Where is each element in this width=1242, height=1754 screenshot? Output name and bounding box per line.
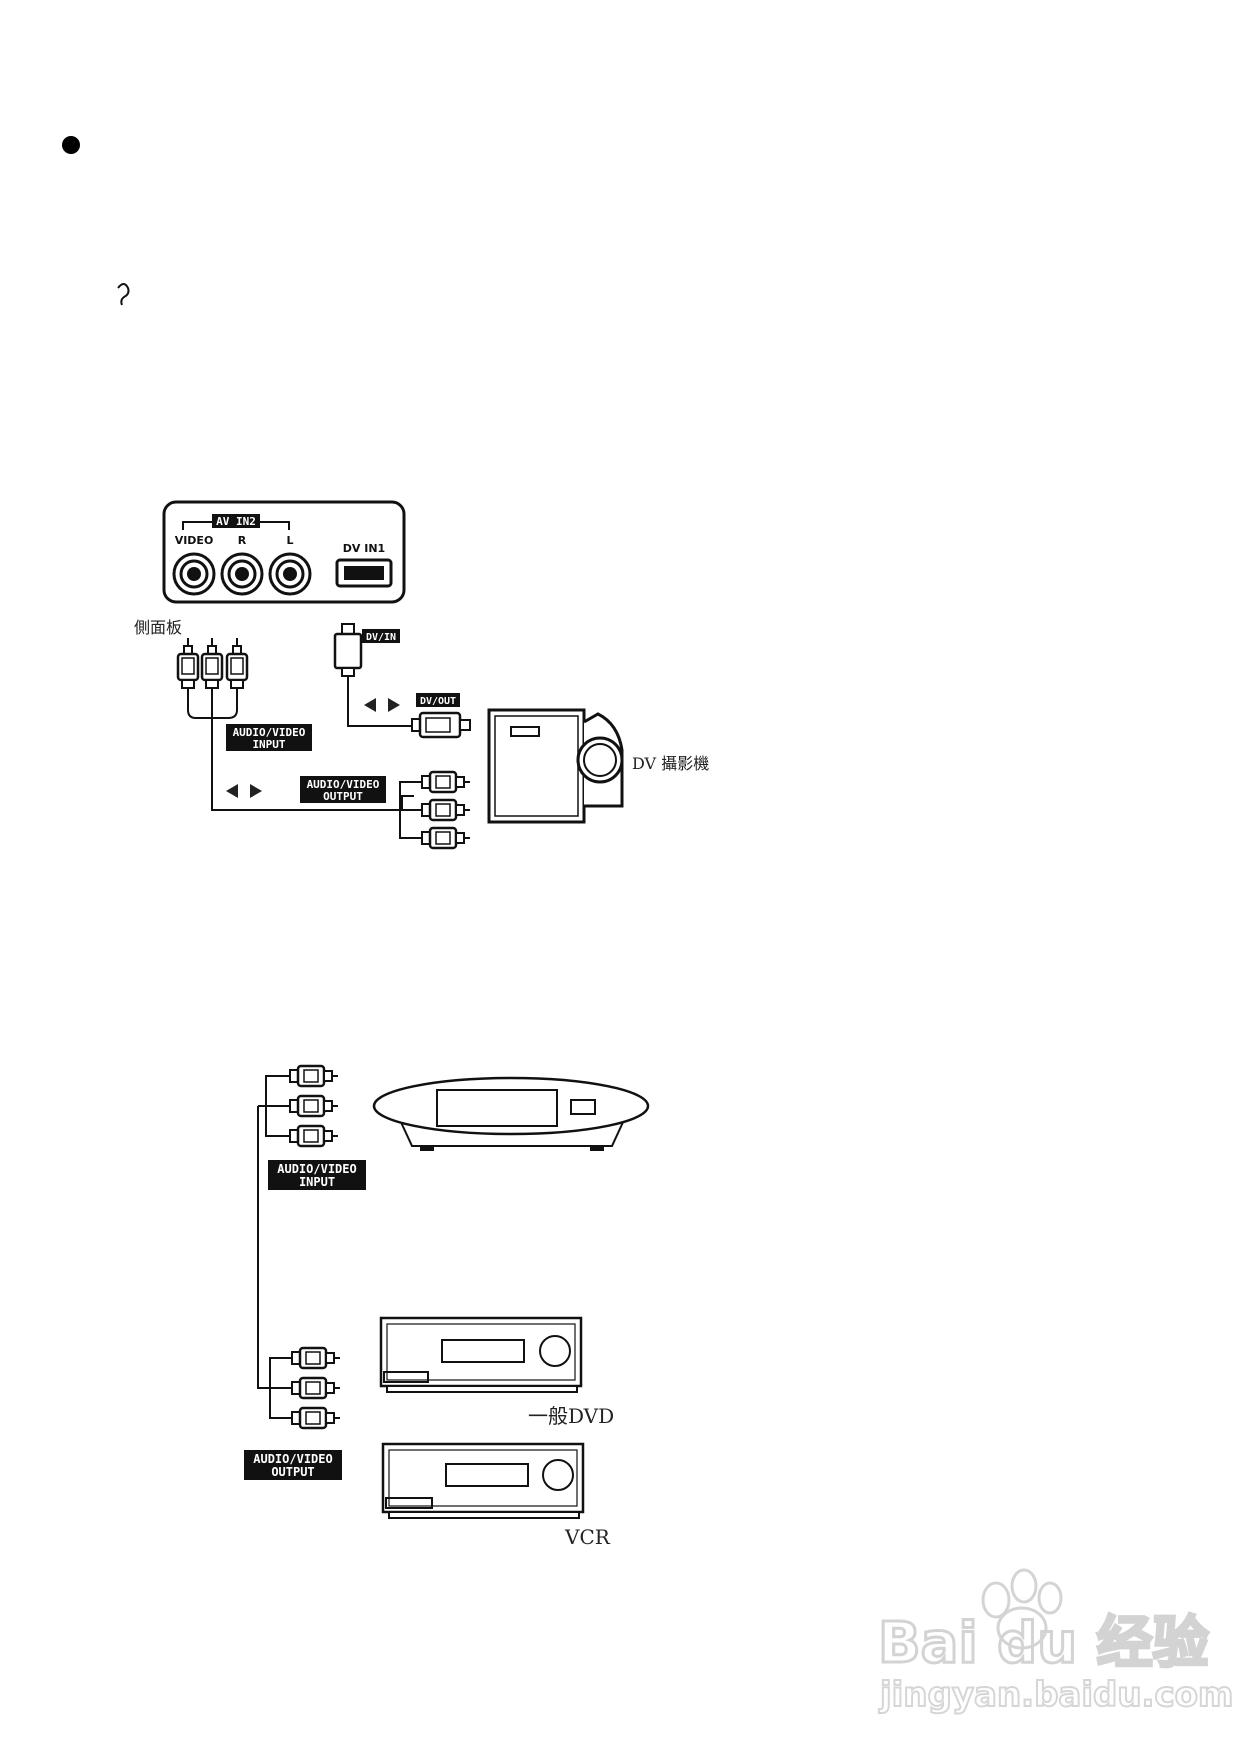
svg-text:OUTPUT: OUTPUT xyxy=(271,1465,314,1479)
svg-text:INPUT: INPUT xyxy=(299,1175,335,1189)
top-rca-plugs xyxy=(176,636,249,732)
bottom-input-rca-plugs xyxy=(265,1064,340,1148)
av-in2-label-box xyxy=(212,514,260,528)
watermark-brand: Bai du 经验 xyxy=(878,1611,1209,1676)
dv-out-plug xyxy=(411,711,471,739)
rca-plug-icon xyxy=(410,826,472,850)
camcorder-caption: DV 攝影機 xyxy=(632,754,709,773)
dvd-caption: 一般DVD xyxy=(528,1404,614,1428)
rca-plug-icon xyxy=(410,770,472,794)
baidu-watermark: Bai du 经验 jingyan.baidu.com xyxy=(877,1568,1234,1716)
svg-text:DV/OUT: DV/OUT xyxy=(420,696,456,707)
av-output-tag-top: AUDIO/VIDEO OUTPUT xyxy=(300,776,386,803)
svg-text:AUDIO/VIDEO: AUDIO/VIDEO xyxy=(307,778,380,791)
svg-text:OUTPUT: OUTPUT xyxy=(323,790,363,803)
bullet-icon xyxy=(62,136,80,154)
rca-plug-icon xyxy=(278,1064,340,1088)
dvd-player-icon xyxy=(379,1316,583,1393)
side-panel: AV IN2 VIDEO R L DV IN1 xyxy=(162,500,406,604)
vcr-caption: VCR xyxy=(564,1525,611,1549)
av-output-tag-bottom: AUDIO/VIDEO OUTPUT xyxy=(244,1450,342,1480)
top-output-rca-plugs xyxy=(399,770,472,850)
svg-text:AUDIO/VIDEO: AUDIO/VIDEO xyxy=(233,726,306,739)
dv-camcorder-icon xyxy=(487,708,624,824)
jack-label-l: L xyxy=(286,534,293,547)
vcr-icon xyxy=(381,1442,585,1519)
dv-out-tag: DV/OUT xyxy=(416,693,460,707)
rca-plug-icon xyxy=(176,636,200,702)
paw-icon xyxy=(981,1568,1063,1650)
watermark-url: jingyan.baidu.com xyxy=(878,1675,1233,1715)
rca-plug-icon xyxy=(280,1406,342,1430)
dv-in-plug xyxy=(333,623,412,727)
av-in2-label: AV IN2 xyxy=(216,515,256,528)
rca-plug-icon xyxy=(280,1376,342,1400)
tv-device-icon xyxy=(372,1076,650,1151)
av-input-tag-bottom: AUDIO/VIDEO INPUT xyxy=(268,1160,366,1190)
dv-in1-label: DV IN1 xyxy=(343,542,385,555)
jack-label-r: R xyxy=(238,534,247,547)
audio-r-jack xyxy=(220,552,264,596)
rca-plug-icon xyxy=(280,1346,342,1370)
rca-plug-icon xyxy=(225,636,249,702)
direction-arrows-icon xyxy=(226,698,400,798)
dv-in-tag: DV/IN xyxy=(362,629,400,643)
svg-text:INPUT: INPUT xyxy=(252,738,285,751)
rca-plug-icon xyxy=(410,798,472,822)
av-input-tag-top: AUDIO/VIDEO INPUT xyxy=(226,724,312,751)
rca-plug-icon xyxy=(200,636,224,702)
rca-plug-icon xyxy=(278,1094,340,1118)
svg-text:AUDIO/VIDEO: AUDIO/VIDEO xyxy=(277,1162,356,1176)
side-panel-caption: 側面板 xyxy=(134,618,182,637)
bottom-output-rca-plugs xyxy=(269,1346,342,1430)
audio-l-jack xyxy=(268,552,312,596)
svg-text:AUDIO/VIDEO: AUDIO/VIDEO xyxy=(253,1452,332,1466)
video-jack xyxy=(172,552,216,596)
jack-label-video: VIDEO xyxy=(175,534,214,547)
note-icon xyxy=(117,283,130,306)
svg-text:DV/IN: DV/IN xyxy=(366,632,396,643)
rca-plug-icon xyxy=(278,1124,340,1148)
